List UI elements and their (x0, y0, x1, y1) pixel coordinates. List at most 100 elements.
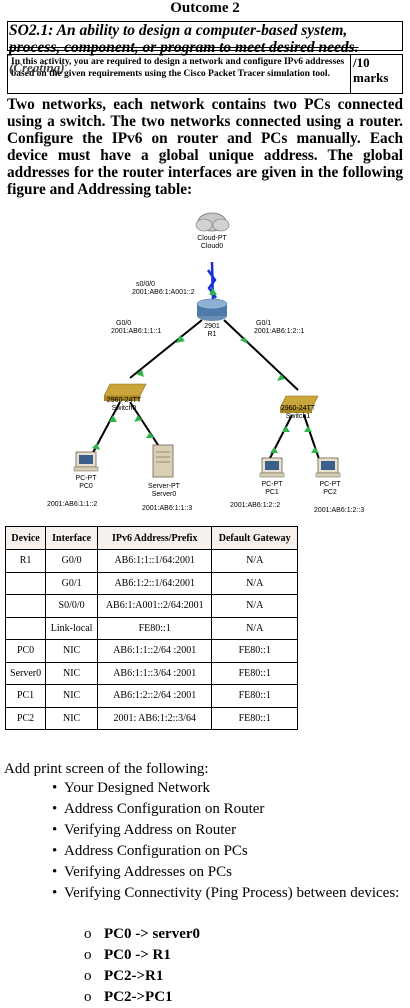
pc0-name: PC0 (79, 483, 93, 490)
list-item: PC0 -> R1 (84, 945, 200, 966)
cell-gateway: N/A (211, 571, 298, 595)
intro-paragraph: Two networks, each network contains two … (7, 96, 403, 198)
addressing-table: Device Interface IPv6 Address/Prefix Def… (4, 526, 298, 730)
switch1-model: 2960-24TT (281, 405, 316, 412)
deliverables-list: Your Designed Network Address Configurat… (52, 778, 402, 904)
pc0-address: 2001:AB6:1:1::2 (47, 501, 97, 508)
table-row: PC1 NIC AB6:1:2::2/64 :2001 FE80::1 (4, 684, 298, 708)
pc0-icon (73, 451, 99, 472)
cell-device: PC1 (4, 684, 47, 708)
cell-ipv6: AB6:1:A001::2/64:2001 (97, 594, 213, 618)
cell-device: PC0 (4, 639, 47, 663)
student-outcome-line2: process, component, or program to meet d… (9, 39, 359, 56)
link-r1-switch1 (223, 319, 299, 391)
cell-device (4, 616, 47, 640)
cell-gateway: FE80::1 (211, 639, 298, 663)
switch0-icon (103, 383, 147, 401)
cloud-icon (195, 212, 230, 232)
activity-description: In this activity, you are required to de… (11, 57, 345, 79)
outcome-title: Outcome 2 (170, 0, 240, 16)
list-item: Verifying Address on Router (52, 820, 402, 841)
list-item: Address Configuration on Router (52, 799, 402, 820)
table-header-row: Device Interface IPv6 Address/Prefix Def… (4, 526, 298, 550)
cell-interface: G0/0 (45, 549, 99, 573)
link-switch1-pc2 (303, 414, 321, 463)
port-indicators (92, 288, 319, 453)
link-r1-switch0 (129, 319, 203, 379)
pc2-address: 2001:AB6:1:2::3 (314, 507, 364, 514)
server0-name: Server0 (152, 491, 177, 498)
cell-ipv6: AB6:1:2::1/64:2001 (97, 571, 213, 595)
activity-divider (350, 54, 351, 94)
pc1-icon (259, 457, 285, 478)
cell-ipv6: AB6:1:1::1/64:2001 (97, 549, 213, 573)
pc1-address: 2001:AB6:1:2::2 (230, 502, 280, 509)
cell-interface: NIC (45, 661, 99, 685)
cell-interface: NIC (45, 639, 99, 663)
list-item: PC2->PC1 (84, 987, 200, 1008)
cell-gateway: FE80::1 (211, 661, 298, 685)
g01-interface-label: G0/1 (256, 320, 271, 327)
table-row: PC0 NIC AB6:1:1::2/64 :2001 FE80::1 (4, 639, 298, 663)
pc2-icon (315, 457, 341, 478)
list-item: Address Configuration on PCs (52, 841, 402, 862)
list-item: PC0 -> server0 (84, 924, 200, 945)
pc2-name: PC2 (323, 489, 337, 496)
switch0-name: Switch0 (112, 405, 137, 412)
cell-ipv6: FE80::1 (97, 616, 213, 640)
switch1-icon (279, 395, 319, 413)
col-ipv6-header: IPv6 Address/Prefix (97, 526, 213, 550)
print-screen-intro: Add print screen of the following: (4, 761, 209, 777)
switch0-model: 2960-24TT (107, 397, 142, 404)
cell-ipv6: AB6:1:1::3/64 :2001 (97, 661, 213, 685)
router-name: R1 (208, 331, 217, 338)
g00-interface-label: G0/0 (116, 320, 131, 327)
cloud-type: Cloud-PT (197, 235, 227, 242)
server0-icon (152, 444, 174, 478)
cell-gateway: FE80::1 (211, 706, 298, 730)
g01-address-label: 2001:AB6:1:2::1 (254, 328, 304, 335)
pc1-name: PC1 (265, 489, 279, 496)
ping-tests-list: PC0 -> server0 PC0 -> R1 PC2->R1 PC2->PC… (84, 924, 200, 1008)
server0-address: 2001:AB6:1:1::3 (142, 505, 192, 512)
cell-gateway: N/A (211, 594, 298, 618)
table-row: G0/1 AB6:1:2::1/64:2001 N/A (4, 571, 298, 595)
student-outcome-line1: SO2.1: An ability to design a computer-b… (9, 22, 348, 39)
list-item: Verifying Connectivity (Ping Process) be… (52, 883, 402, 904)
col-interface-header: Interface (45, 526, 99, 550)
cell-gateway: FE80::1 (211, 684, 298, 708)
link-switch0-server0 (129, 401, 161, 449)
switch1-name: Switch1 (286, 413, 311, 420)
cell-ipv6: 2001: AB6:1:2::3/64 (97, 706, 213, 730)
link-switch1-pc1 (267, 414, 293, 463)
cell-interface: NIC (45, 684, 99, 708)
cell-interface: NIC (45, 706, 99, 730)
cell-ipv6: AB6:1:1::2/64 :2001 (97, 639, 213, 663)
serial-address-label: 2001:AB6:1:A001::2 (132, 289, 195, 296)
table-row: R1 G0/0 AB6:1:1::1/64:2001 N/A (4, 549, 298, 573)
list-item: Verifying Addresses on PCs (52, 862, 402, 883)
cell-interface: G0/1 (45, 571, 99, 595)
cell-device: PC2 (4, 706, 47, 730)
router-model: 2901 (204, 323, 220, 330)
router-icon (196, 298, 228, 321)
pc1-type: PC-PT (262, 481, 284, 488)
cell-ipv6: AB6:1:2::2/64 :2001 (97, 684, 213, 708)
table-row: Server0 NIC AB6:1:1::3/64 :2001 FE80::1 (4, 661, 298, 685)
cell-gateway: N/A (211, 616, 298, 640)
cell-interface: S0/0/0 (45, 594, 99, 618)
cell-gateway: N/A (211, 549, 298, 573)
server0-type: Server-PT (148, 483, 181, 490)
col-device-header: Device (4, 526, 47, 550)
pc0-type: PC-PT (76, 475, 98, 482)
col-gateway-header: Default Gateway (211, 526, 298, 550)
list-item: PC2->R1 (84, 966, 200, 987)
activity-box (7, 54, 403, 94)
cell-device (4, 571, 47, 595)
network-diagram: Cloud-PT Cloud0 s0/0/0 2001:AB6:1:A001::… (47, 212, 364, 514)
student-outcome-box (7, 21, 403, 51)
serial-interface-label: s0/0/0 (136, 281, 155, 288)
creating-label: (Creating) (9, 60, 65, 75)
cloud-name: Cloud0 (201, 243, 223, 250)
pc2-type: PC-PT (320, 481, 342, 488)
